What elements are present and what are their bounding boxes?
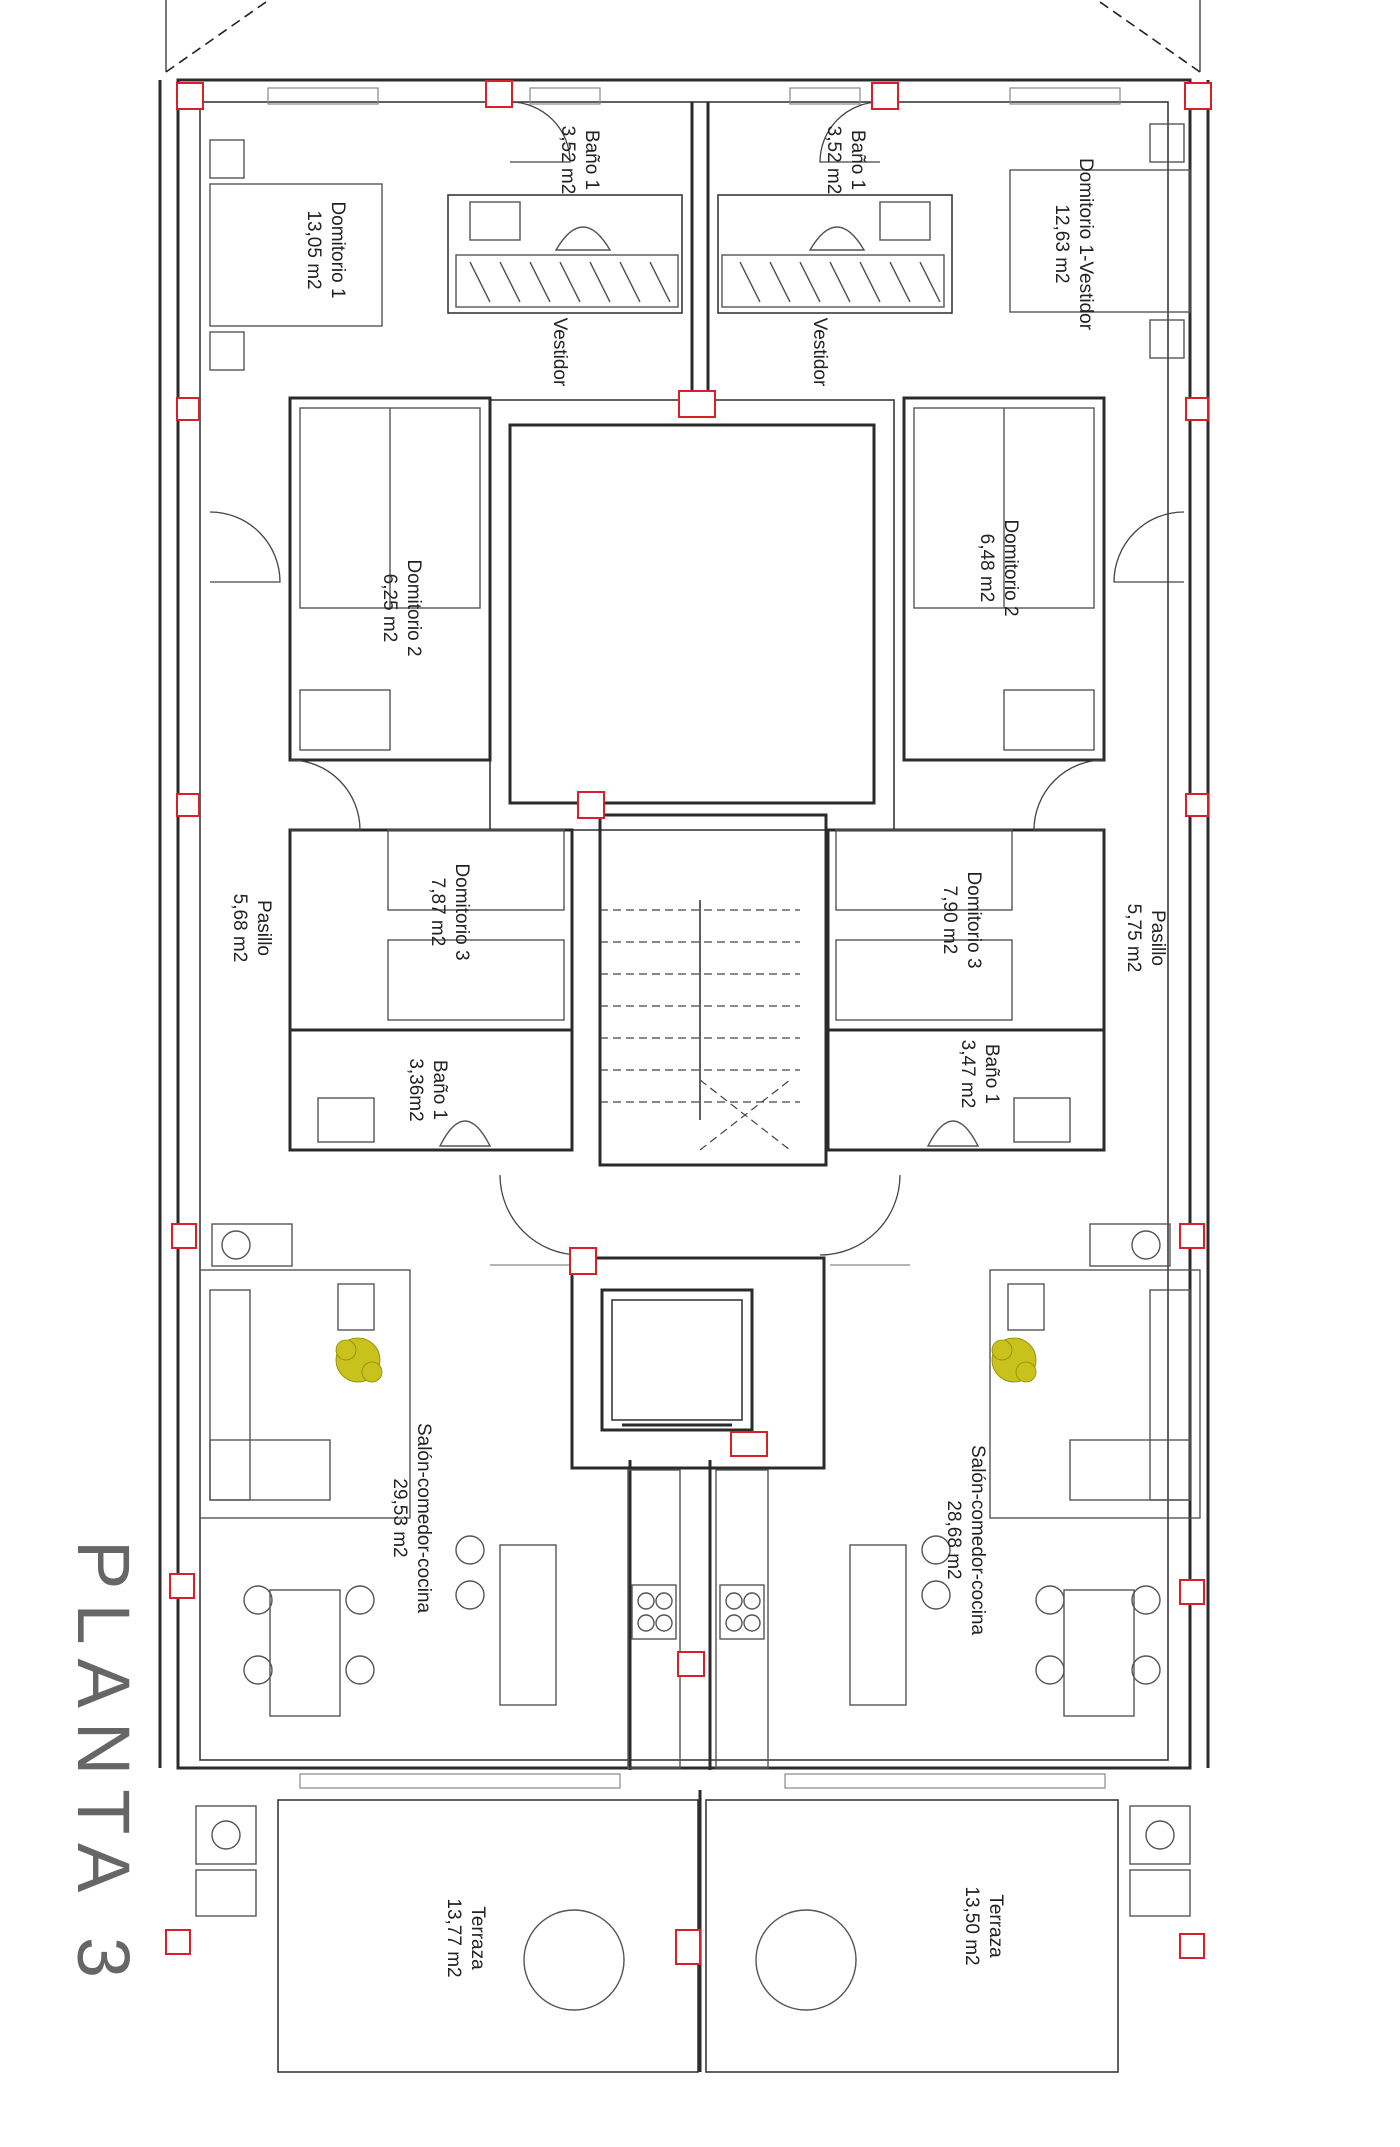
- label-dormitorio-1-left: Domitorio 1 13,05 m2: [303, 201, 348, 298]
- label-vestidor-right: Vestidor: [809, 318, 830, 387]
- spine-walls: [628, 102, 712, 1770]
- plan-title: PLANTA 3: [62, 1540, 145, 1992]
- room-name: Pasillo: [253, 900, 274, 956]
- room-name: Terraza: [985, 1894, 1006, 1958]
- label-bano-1-top-left: Baño 1 3,52 m2: [557, 126, 602, 195]
- plant-icon-right: [991, 1337, 1037, 1383]
- room-area: 3,52 m2: [823, 126, 844, 195]
- room-name: Vestidor: [809, 318, 830, 387]
- middle-bathrooms: [288, 1028, 1106, 1152]
- room-name: Baño 1: [429, 1060, 450, 1120]
- plant-icon-left: [335, 1337, 383, 1383]
- room-area: 28,68 m2: [943, 1500, 964, 1579]
- label-dormitorio-1-vestidor-right: Domitorio 1-Vestidor 12,63 m2: [1051, 158, 1096, 331]
- room-area: 5,68 m2: [229, 894, 250, 963]
- room-area: 7,90 m2: [939, 886, 960, 955]
- structural-columns: [165, 80, 1212, 1965]
- label-bano-1-mid-right: Baño 1 3,47 m2: [957, 1040, 1002, 1109]
- label-pasillo-left: Pasillo 5,68 m2: [229, 894, 274, 963]
- label-dormitorio-2-right: Domitorio 2 6,48 m2: [976, 519, 1021, 616]
- room-area: 29,53 m2: [389, 1478, 410, 1557]
- room-name: Domitorio 2: [403, 559, 424, 656]
- label-terraza-right: Terraza 13,50 m2: [961, 1886, 1006, 1965]
- outer-walls: [158, 78, 1210, 2073]
- room-area: 6,48 m2: [976, 534, 997, 603]
- label-salon-left: Salón-comedor-cocina 29,53 m2: [389, 1423, 434, 1614]
- room-area: 12,63 m2: [1051, 204, 1072, 283]
- room-name: Salón-comedor-cocina: [967, 1445, 988, 1636]
- room-area: 13,50 m2: [961, 1886, 982, 1965]
- room-name: Domitorio 1: [327, 201, 348, 298]
- label-salon-right: Salón-comedor-cocina 28,68 m2: [943, 1445, 988, 1636]
- room-labels: Domitorio 1 13,05 m2 Baño 1 3,52 m2 Baño…: [229, 126, 1168, 1978]
- room-area: 6,25 m2: [379, 574, 400, 643]
- stairwell: [598, 813, 828, 1167]
- label-dormitorio-3-left: Domitorio 3 7,87 m2: [427, 863, 472, 960]
- living-furniture-left: [199, 1223, 557, 1717]
- room-name: Domitorio 2: [1000, 519, 1021, 616]
- room-area: 3,52 m2: [557, 126, 578, 195]
- room-name: Terraza: [467, 1906, 488, 1970]
- room-name: Baño 1: [847, 130, 868, 190]
- room-name: Baño 1: [981, 1044, 1002, 1104]
- living-furniture-right: [849, 1223, 1201, 1717]
- label-vestidor-left: Vestidor: [549, 318, 570, 387]
- label-terraza-left: Terraza 13,77 m2: [443, 1898, 488, 1977]
- light-shaft: [489, 399, 895, 831]
- bedroom-1-furniture: [209, 123, 1191, 371]
- room-area: 13,05 m2: [303, 210, 324, 289]
- room-name: Domitorio 3: [451, 863, 472, 960]
- landing-doors: [490, 1174, 910, 1266]
- label-bano-1-top-right: Baño 1 3,52 m2: [823, 126, 868, 195]
- label-bano-1-mid-left: Baño 1 3,36m2: [405, 1058, 450, 1121]
- plan-title-group: PLANTA 3: [62, 1540, 145, 1992]
- bedroom-2-rooms: [209, 396, 1185, 762]
- room-area: 3,47 m2: [957, 1040, 978, 1109]
- room-name: Domitorio 1-Vestidor: [1075, 158, 1096, 331]
- room-name: Baño 1: [581, 130, 602, 190]
- room-name: Domitorio 3: [963, 871, 984, 968]
- room-area: 5,75 m2: [1123, 904, 1144, 973]
- terrace-furniture: [195, 1805, 1191, 2011]
- label-pasillo-right: Pasillo 5,75 m2: [1123, 904, 1168, 973]
- label-dormitorio-3-right: Domitorio 3 7,90 m2: [939, 871, 984, 968]
- room-area: 13,77 m2: [443, 1898, 464, 1977]
- room-name: Vestidor: [549, 318, 570, 387]
- roof-projection-lines: [165, 0, 1201, 73]
- room-area: 3,36m2: [405, 1058, 426, 1121]
- room-area: 7,87 m2: [427, 878, 448, 947]
- room-name: Salón-comedor-cocina: [413, 1423, 434, 1614]
- label-dormitorio-2-left: Domitorio 2 6,25 m2: [379, 559, 424, 656]
- room-name: Pasillo: [1147, 910, 1168, 966]
- top-bathrooms: [447, 101, 953, 314]
- elevator: [570, 1256, 826, 1470]
- kitchen-counters: [627, 1469, 769, 1769]
